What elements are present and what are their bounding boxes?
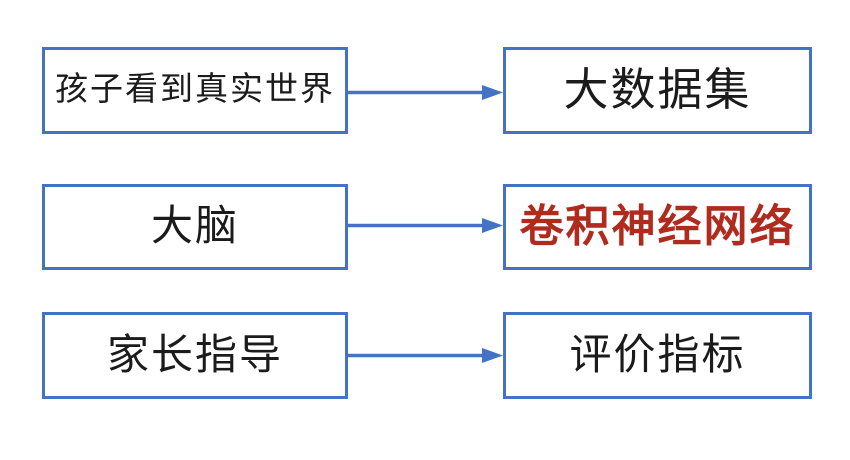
box-child-sees-real-world-label: 孩子看到真实世界 (55, 72, 335, 108)
arrow-head (482, 85, 503, 100)
box-big-dataset-label: 大数据集 (563, 65, 752, 115)
box-convolutional-neural-network-label: 卷积神经网络 (519, 202, 796, 251)
box-convolutional-neural-network: 卷积神经网络 (503, 184, 812, 270)
box-evaluation-metrics: 评价指标 (503, 312, 812, 399)
arrow-right-icon (347, 85, 503, 100)
box-child-sees-real-world: 孩子看到真实世界 (42, 47, 348, 134)
box-parent-guidance-label: 家长指导 (106, 332, 283, 379)
box-parent-guidance: 家长指导 (42, 312, 348, 399)
box-big-dataset: 大数据集 (503, 47, 812, 134)
arrow-right-icon (347, 218, 503, 233)
arrow-right-icon (347, 348, 503, 363)
box-brain-label: 大脑 (150, 204, 239, 250)
arrow-head (482, 348, 503, 363)
arrow-head (482, 218, 503, 233)
box-evaluation-metrics-label: 评价指标 (569, 332, 746, 379)
box-brain: 大脑 (42, 184, 348, 270)
